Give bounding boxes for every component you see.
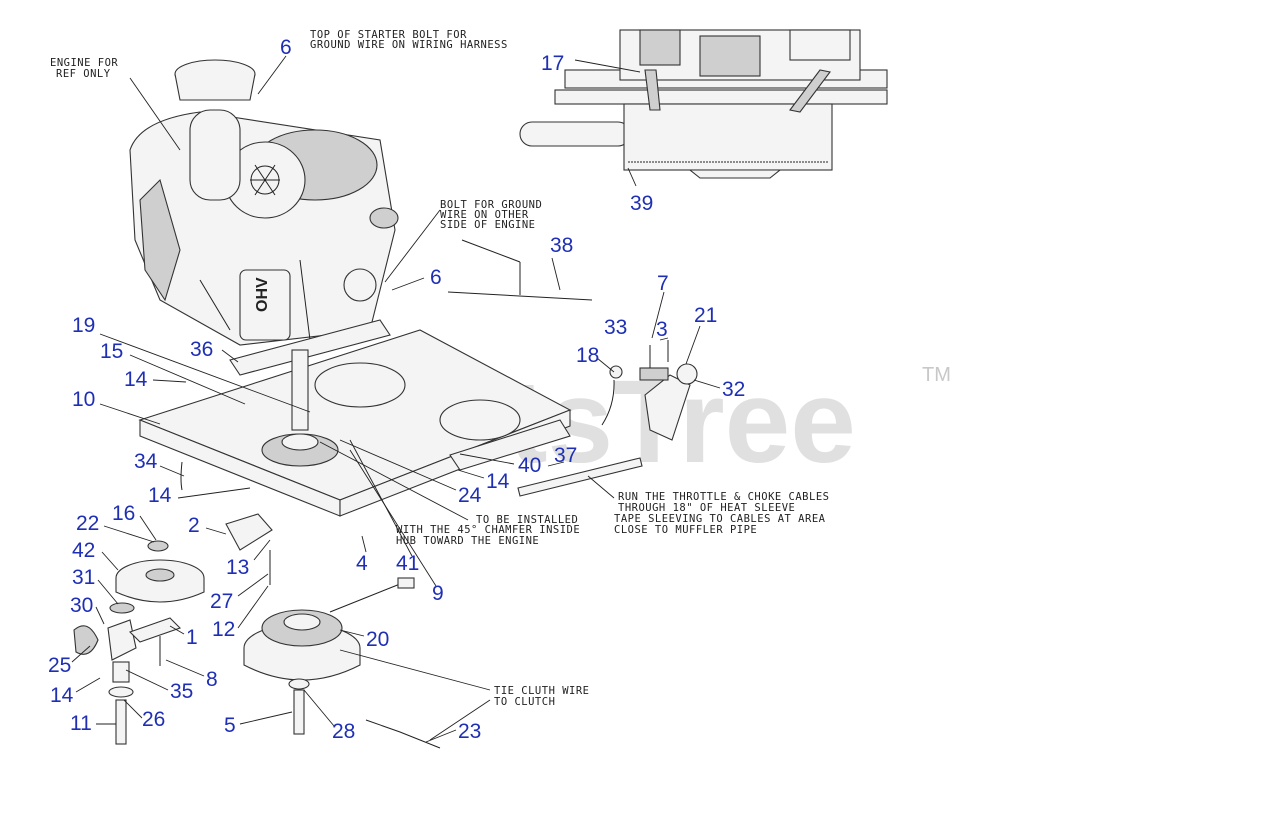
note-chamfer: TO BE INSTALLED WITH THE 45° CHAMFER INS… <box>319 441 580 547</box>
svg-text:GROUND WIRE ON WIRING HARNESS: GROUND WIRE ON WIRING HARNESS <box>310 39 508 51</box>
callout-26: 26 <box>142 708 165 731</box>
callout-11: 11 <box>70 712 92 735</box>
callout-35: 35 <box>170 680 193 703</box>
engine-ohv-label: OHV <box>254 277 271 312</box>
callout-42: 42 <box>72 539 95 562</box>
callout-27: 27 <box>210 590 233 613</box>
svg-text:ENGINE FOR: ENGINE FOR <box>50 57 118 69</box>
pto-clutch <box>243 577 415 735</box>
svg-text:REF ONLY: REF ONLY <box>56 68 111 80</box>
engine-mount-plate <box>138 329 572 517</box>
callout-38: 38 <box>550 234 573 257</box>
svg-text:TIE CLUTH WIRE: TIE CLUTH WIRE <box>494 685 590 697</box>
callout-18: 18 <box>576 344 599 367</box>
svg-text:CLOSE TO MUFFLER PIPE: CLOSE TO MUFFLER PIPE <box>614 524 757 536</box>
svg-text:TO CLUTCH: TO CLUTCH <box>494 696 555 708</box>
callout-16: 16 <box>112 502 135 525</box>
callout-14-a: 14 <box>124 368 148 391</box>
note-throttle-cables: RUN THE THROTTLE & CHOKE CABLES THROUGH … <box>587 475 829 536</box>
callout-14-d: 14 <box>50 684 74 707</box>
clutch-wire <box>365 719 441 749</box>
callout-12: 12 <box>212 618 235 641</box>
callout-33: 33 <box>604 316 627 339</box>
throttle-bracket <box>601 340 698 441</box>
callout-36: 36 <box>190 338 213 361</box>
callout-37: 37 <box>554 444 577 467</box>
svg-text:RUN THE THROTTLE & CHOKE CABLE: RUN THE THROTTLE & CHOKE CABLES <box>618 491 829 503</box>
svg-text:THROUGH 18" OF HEAT SLEEVE: THROUGH 18" OF HEAT SLEEVE <box>618 502 795 514</box>
callout-13: 13 <box>226 556 249 579</box>
callout-17: 17 <box>541 52 564 75</box>
svg-text:TO BE INSTALLED: TO BE INSTALLED <box>476 514 578 526</box>
callout-30: 30 <box>70 594 93 617</box>
callout-34: 34 <box>134 450 158 473</box>
callout-21: 21 <box>694 304 717 327</box>
callout-numbers: 6 17 39 38 6 7 33 3 21 18 32 19 15 36 14… <box>48 36 745 743</box>
callout-10: 10 <box>72 388 95 411</box>
callout-4: 4 <box>356 552 368 575</box>
engine-illustration: OHV <box>129 59 399 376</box>
callout-24: 24 <box>458 484 482 507</box>
callout-7: 7 <box>657 272 669 295</box>
callout-32: 32 <box>722 378 745 401</box>
callout-14-c: 14 <box>148 484 172 507</box>
note-tie-clutch: TIE CLUTH WIRE TO CLUTCH <box>339 649 590 741</box>
callout-31: 31 <box>72 566 95 589</box>
callout-39: 39 <box>630 192 653 215</box>
svg-text:BOLT FOR GROUND: BOLT FOR GROUND <box>440 199 542 211</box>
svg-text:TOP OF STARTER BOLT FOR: TOP OF STARTER BOLT FOR <box>310 29 467 41</box>
throttle-rod <box>447 239 593 301</box>
callout-8: 8 <box>206 668 218 691</box>
callout-41: 41 <box>396 552 419 575</box>
note-engine-ref: ENGINE FOR REF ONLY <box>50 57 181 151</box>
callout-3: 3 <box>656 318 668 341</box>
svg-text:HUB TOWARD THE ENGINE: HUB TOWARD THE ENGINE <box>396 535 539 547</box>
svg-text:WITH THE 45° CHAMFER INSIDE: WITH THE 45° CHAMFER INSIDE <box>396 524 580 536</box>
callout-6-top: 6 <box>280 36 292 59</box>
svg-text:TAPE SLEEVING TO CABLES AT ARE: TAPE SLEEVING TO CABLES AT AREA <box>614 513 826 525</box>
callout-23: 23 <box>458 720 481 743</box>
callout-leaders <box>71 55 721 743</box>
svg-text:WIRE ON OTHER: WIRE ON OTHER <box>440 209 529 221</box>
callout-22: 22 <box>76 512 99 535</box>
muffler-inset <box>519 29 888 187</box>
callout-6: 6 <box>430 266 442 289</box>
note-starter-bolt: TOP OF STARTER BOLT FOR GROUND WIRE ON W… <box>310 29 508 51</box>
callout-28: 28 <box>332 720 355 743</box>
heat-sleeve <box>517 457 643 497</box>
callout-19: 19 <box>72 314 95 337</box>
callout-1: 1 <box>186 626 198 649</box>
callout-15: 15 <box>100 340 123 363</box>
callout-14-b: 14 <box>486 470 510 493</box>
callout-20: 20 <box>366 628 389 651</box>
svg-text:SIDE OF ENGINE: SIDE OF ENGINE <box>440 219 536 231</box>
callout-2: 2 <box>188 514 200 537</box>
watermark-trademark: TM <box>922 364 951 386</box>
callout-40: 40 <box>518 454 541 477</box>
note-ground-bolt: BOLT FOR GROUND WIRE ON OTHER SIDE OF EN… <box>384 199 542 283</box>
callout-5: 5 <box>224 714 236 737</box>
callout-9: 9 <box>432 582 444 605</box>
callout-25: 25 <box>48 654 71 677</box>
idler-pulley-group <box>73 461 273 745</box>
